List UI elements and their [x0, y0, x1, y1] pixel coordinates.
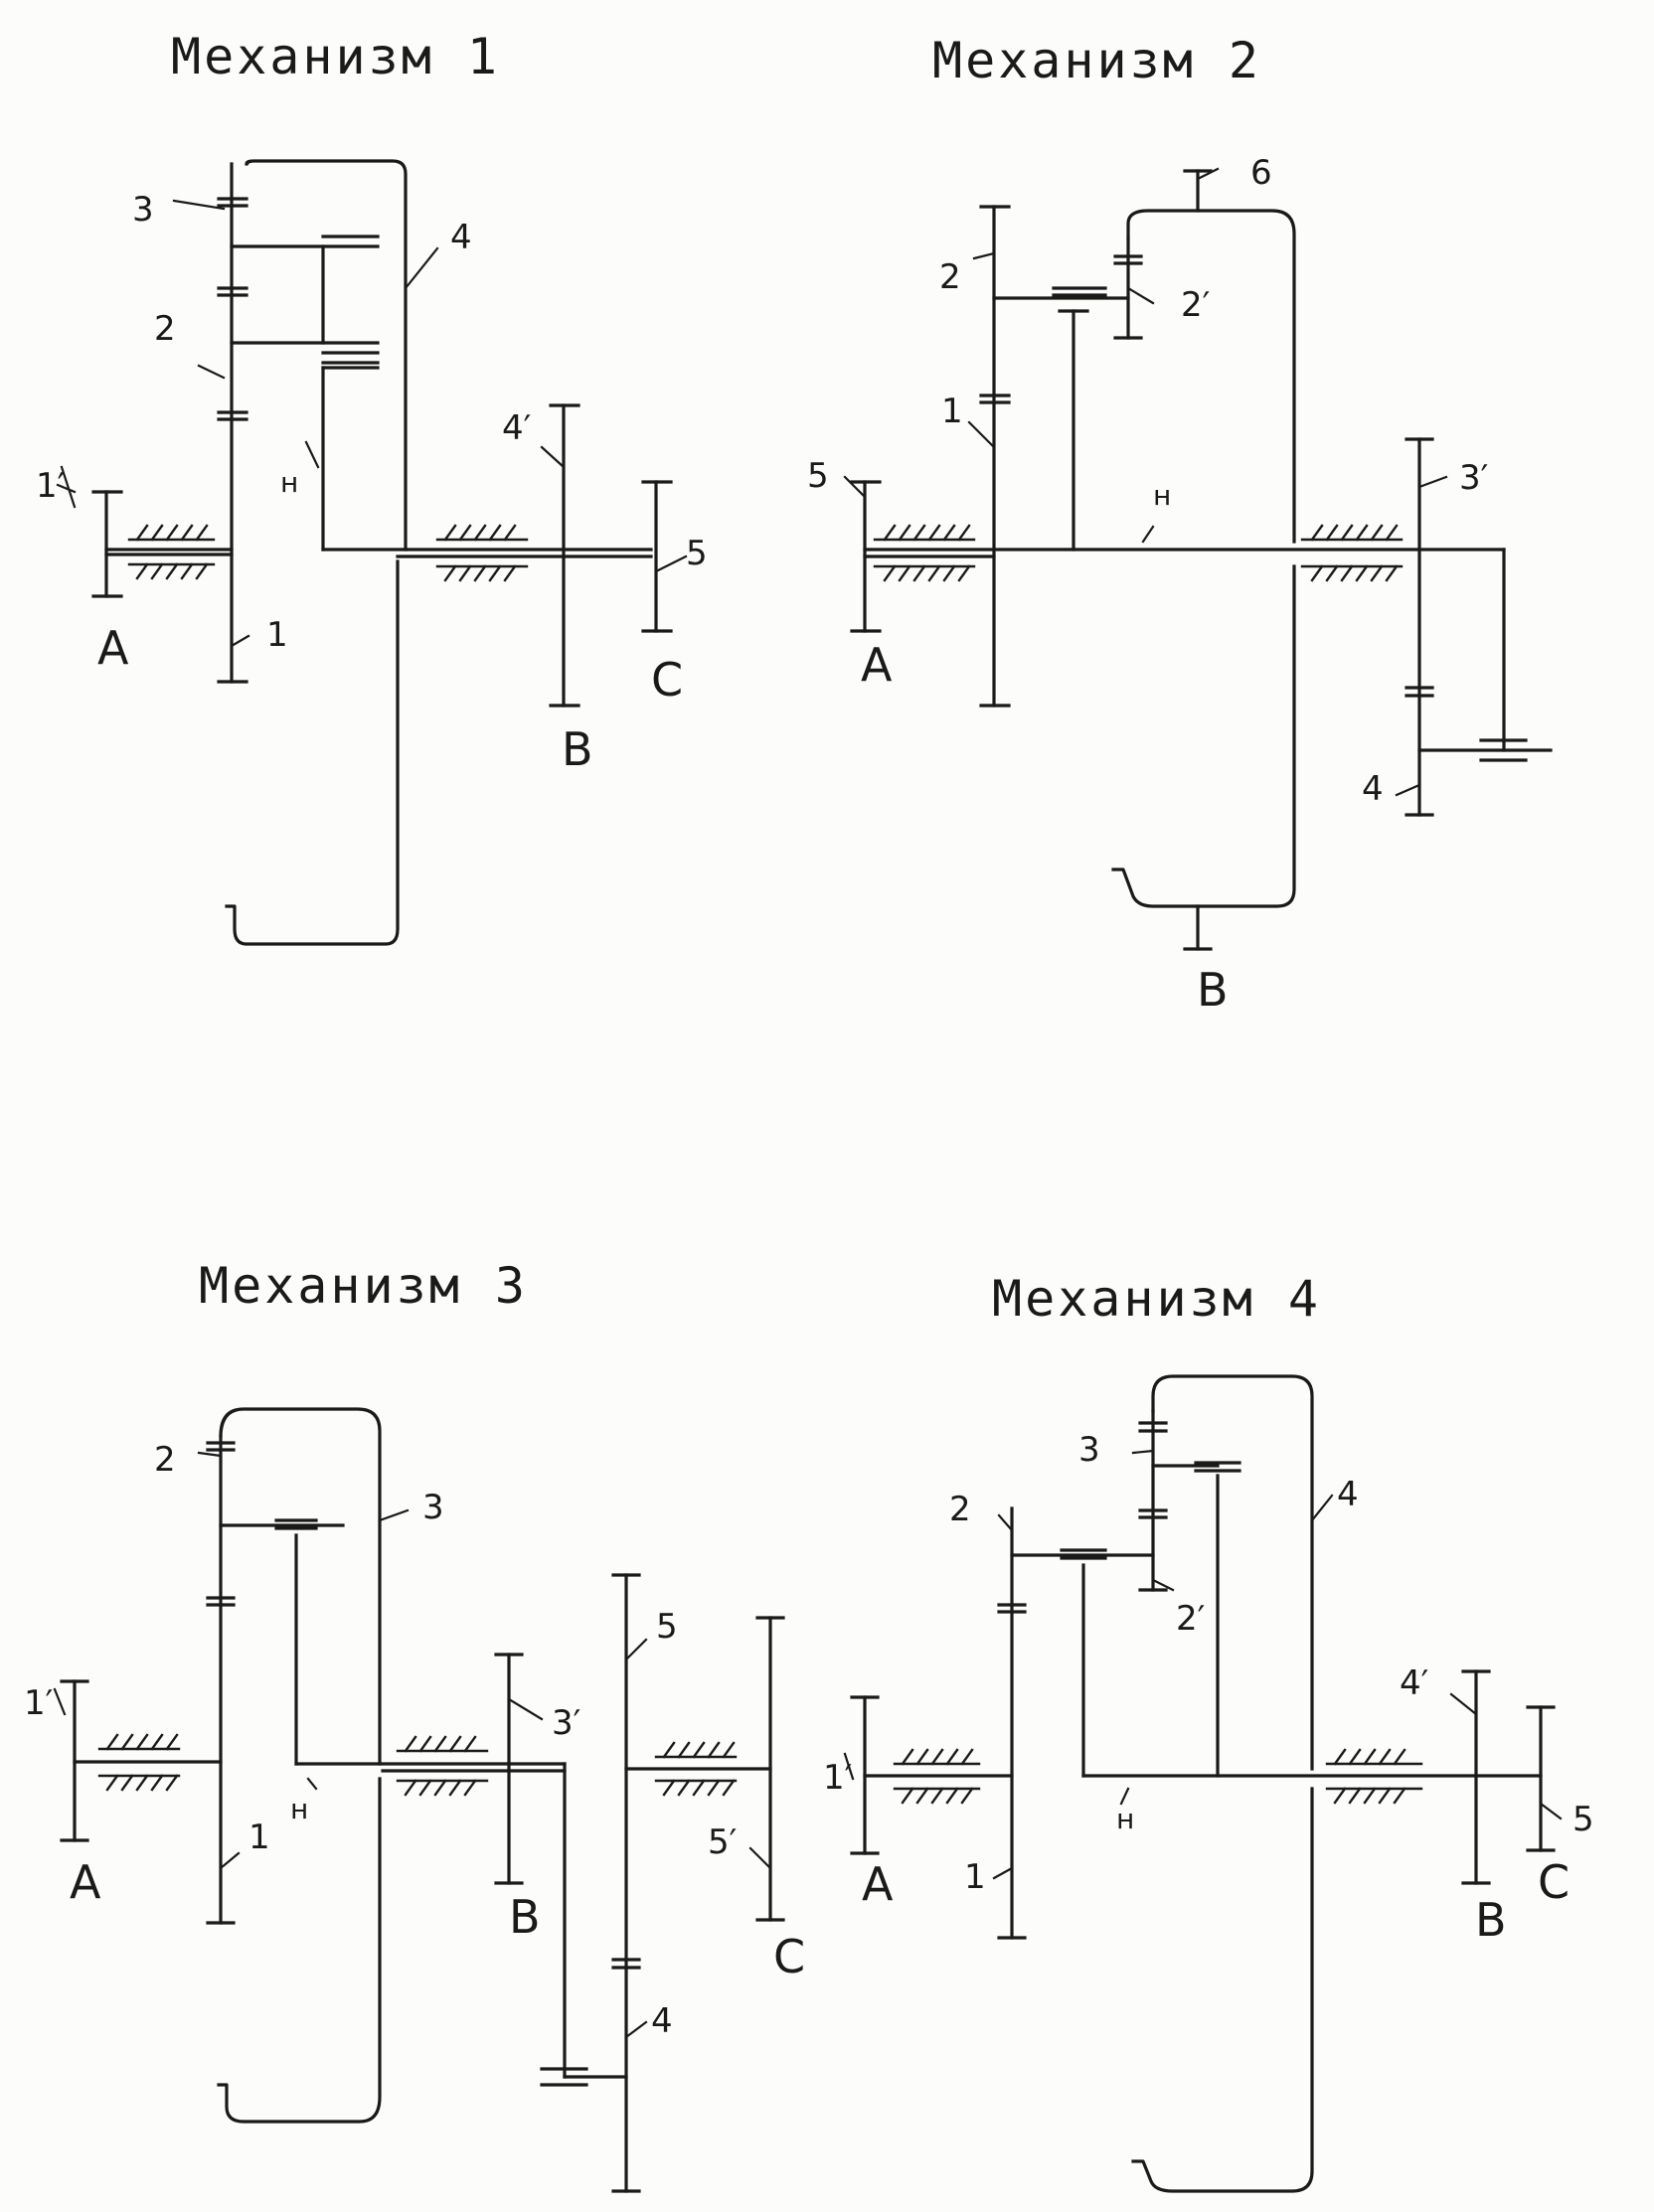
mechanism-3-title: Механизм 3: [199, 1257, 529, 1315]
bearing-hatch: [662, 1779, 736, 1797]
leader-line: [843, 167, 1448, 797]
m1-label-1p: 1′: [36, 466, 65, 506]
bearing-hatch: [443, 564, 517, 582]
m1-label-3: 3: [132, 190, 154, 230]
bearing-hatch: [135, 524, 209, 542]
bearing-hatch: [404, 1779, 477, 1797]
m3-label-1: 1: [248, 1817, 270, 1857]
m2-label-4: 4: [1362, 769, 1384, 809]
scheme-link: [245, 159, 408, 552]
bearing-hatch: [105, 1733, 179, 1751]
m3-label-4: 4: [651, 2001, 673, 2041]
m2-label-3p: 3′: [1459, 458, 1488, 498]
bearing-hatch: [901, 1787, 974, 1805]
scheme-link: [1131, 1787, 1314, 2193]
m2-label-2p: 2′: [1181, 285, 1210, 325]
m1-label-4: 4: [450, 218, 472, 257]
m4-label-1: 1: [964, 1857, 986, 1897]
bearing-hatch: [883, 564, 971, 582]
leader-line: [53, 1451, 772, 2039]
mechanism-4-title: Механизм 4: [992, 1270, 1322, 1328]
leader-line: [56, 465, 77, 509]
m2-label-6: 6: [1250, 153, 1272, 193]
m4-label-c: C: [1538, 1855, 1570, 1909]
scheme-link: [1151, 1374, 1314, 1771]
m4-label-h: н: [1116, 1803, 1134, 1835]
m2-label-a: A: [861, 638, 893, 692]
m3-label-5: 5: [656, 1607, 678, 1647]
m1-label-1: 1: [266, 615, 288, 655]
mechanism-1-title: Механизм 1: [171, 28, 501, 85]
m2-label-2: 2: [939, 257, 961, 297]
m1-label-a: A: [97, 621, 129, 675]
m3-label-5p: 5′: [708, 1822, 737, 1862]
m4-label-a: A: [862, 1857, 894, 1911]
m3-label-3: 3: [422, 1488, 444, 1527]
m3-label-b: B: [509, 1890, 541, 1944]
m3-label-3p: 3′: [552, 1703, 580, 1743]
bearing-hatch: [662, 1741, 736, 1759]
m3-label-h: н: [290, 1793, 308, 1825]
bearing-hatch: [135, 562, 209, 580]
bearing-hatch: [1333, 1787, 1406, 1805]
m3-label-2: 2: [154, 1440, 176, 1480]
m4-label-3: 3: [1078, 1430, 1100, 1470]
leader-line: [843, 1449, 1563, 1880]
scheme-link: [1111, 564, 1296, 908]
bearing-hatch: [443, 524, 517, 542]
scheme-link: [225, 559, 400, 946]
bearing-hatch: [1310, 524, 1399, 542]
m2-label-1: 1: [941, 392, 963, 431]
mechanism-2-title: Механизм 2: [932, 32, 1262, 89]
bearing-hatch: [404, 1735, 477, 1753]
m4-label-2: 2: [949, 1490, 971, 1529]
m4-label-5: 5: [1572, 1800, 1594, 1839]
scheme-link: [1126, 209, 1296, 544]
bearing-hatch: [105, 1774, 179, 1792]
m4-label-4: 4: [1337, 1475, 1359, 1514]
m2-label-b: B: [1197, 963, 1229, 1017]
m1-label-2: 2: [154, 309, 176, 349]
bearing-hatch: [901, 1748, 974, 1766]
scheme-link: [219, 1407, 382, 1766]
m3-label-c: C: [773, 1930, 805, 1983]
bearing-hatch: [883, 524, 971, 542]
m1-label-c: C: [651, 653, 683, 707]
scheme-link: [217, 1777, 382, 2124]
m4-label-2p: 2′: [1176, 1599, 1205, 1639]
m1-label-b: B: [562, 722, 593, 776]
m4-label-4p: 4′: [1400, 1663, 1428, 1703]
m1-label-4p: 4′: [502, 408, 531, 448]
m3-label-1p: 1′: [24, 1683, 53, 1723]
bearing-hatch: [1333, 1748, 1406, 1766]
m2-label-h: н: [1153, 479, 1171, 512]
m1-label-5: 5: [686, 534, 708, 573]
m4-label-b: B: [1475, 1893, 1507, 1947]
leader-line: [172, 199, 688, 648]
m4-label-1p: 1′: [823, 1758, 852, 1798]
bearing-hatch: [1310, 564, 1399, 582]
m1-label-h: н: [280, 466, 298, 499]
m3-label-a: A: [70, 1855, 101, 1909]
m2-label-5: 5: [807, 456, 829, 496]
